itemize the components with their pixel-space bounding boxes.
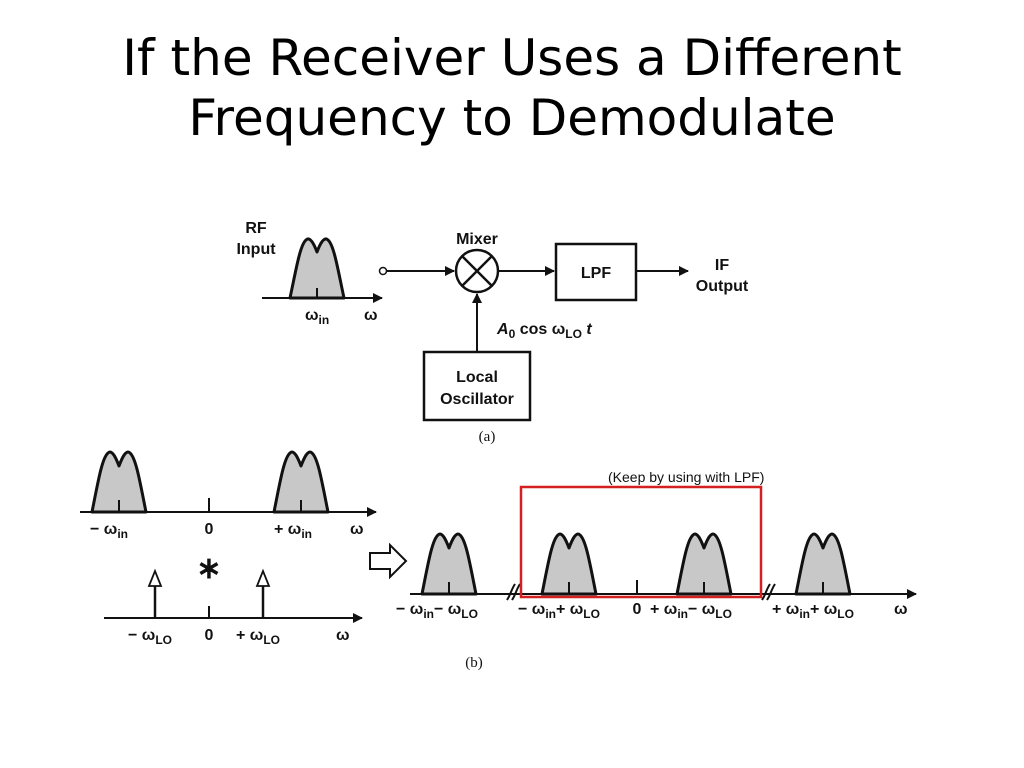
- caption-b: (b): [465, 655, 483, 671]
- diagram-b: − ωin 0 + ωin ω ∗ − ωLO 0 + ωLO ω: [80, 450, 917, 671]
- local-oscillator-label-2: Oscillator: [440, 391, 514, 408]
- label-pos-omega-lo: + ωLO: [236, 627, 280, 647]
- result-arrow: [369, 542, 408, 580]
- lo-signal-label: A0 cos ωLO t: [496, 321, 592, 341]
- label-omega-top: ω: [350, 521, 364, 538]
- label-res-3: + ωin− ωLO: [650, 601, 732, 621]
- result-lump-3: [675, 532, 733, 596]
- title-line-2: Frequency to Demodulate: [188, 89, 836, 147]
- label-res-zero: 0: [633, 601, 642, 618]
- rf-omega-axis-label: ω: [364, 307, 378, 324]
- label-res-2: − ωin+ ωLO: [518, 601, 600, 621]
- input-lump-neg: [90, 450, 148, 514]
- lpf-block: [554, 242, 638, 302]
- rf-input-label-2: Input: [236, 241, 276, 258]
- convolution-symbol: ∗: [196, 552, 221, 585]
- lpf-keep-highlight-box: [519, 485, 763, 599]
- label-res-1: − ωin− ωLO: [396, 601, 478, 621]
- input-node: [378, 266, 388, 276]
- label-zero-top: 0: [205, 521, 214, 538]
- label-neg-omega-lo: − ωLO: [128, 627, 172, 647]
- local-oscillator-block: [422, 350, 532, 422]
- axis-break-right: [761, 583, 776, 601]
- rf-input-label-1: RF: [245, 220, 267, 237]
- result-lump-2: [540, 532, 598, 596]
- label-omega-result: ω: [894, 601, 908, 618]
- slide-title: If the Receiver Uses a Different Frequen…: [0, 28, 1024, 148]
- axis-break-left: [506, 583, 521, 601]
- caption-a: (a): [479, 429, 496, 445]
- label-res-4: + ωin+ ωLO: [772, 601, 854, 621]
- mixer-label: Mixer: [456, 231, 498, 248]
- rf-omega-in-label: ωin: [305, 307, 329, 327]
- lo-impulse-neg-head: [147, 568, 163, 587]
- lo-impulse-pos-head: [255, 568, 271, 587]
- if-output-label-2: Output: [696, 278, 749, 295]
- label-zero-lo: 0: [205, 627, 214, 644]
- result-lump-1: [420, 532, 478, 596]
- title-line-1: If the Receiver Uses a Different: [122, 29, 902, 87]
- result-lump-4: [794, 532, 852, 596]
- input-lump-pos: [272, 450, 330, 514]
- lpf-label: LPF: [581, 265, 611, 282]
- mixer-cross-2: [461, 255, 493, 287]
- rf-spectrum-lump: [288, 237, 346, 300]
- label-neg-omega-in: − ωin: [90, 521, 128, 541]
- keep-note: (Keep by using with LPF): [608, 469, 764, 485]
- diagram-a: RF Input ωin ω Mixer LPF IF Output A0 co…: [236, 220, 748, 445]
- label-omega-lo: ω: [336, 627, 350, 644]
- label-pos-omega-in: + ωin: [274, 521, 312, 541]
- if-output-label-1: IF: [715, 257, 729, 274]
- local-oscillator-label-1: Local: [456, 369, 498, 386]
